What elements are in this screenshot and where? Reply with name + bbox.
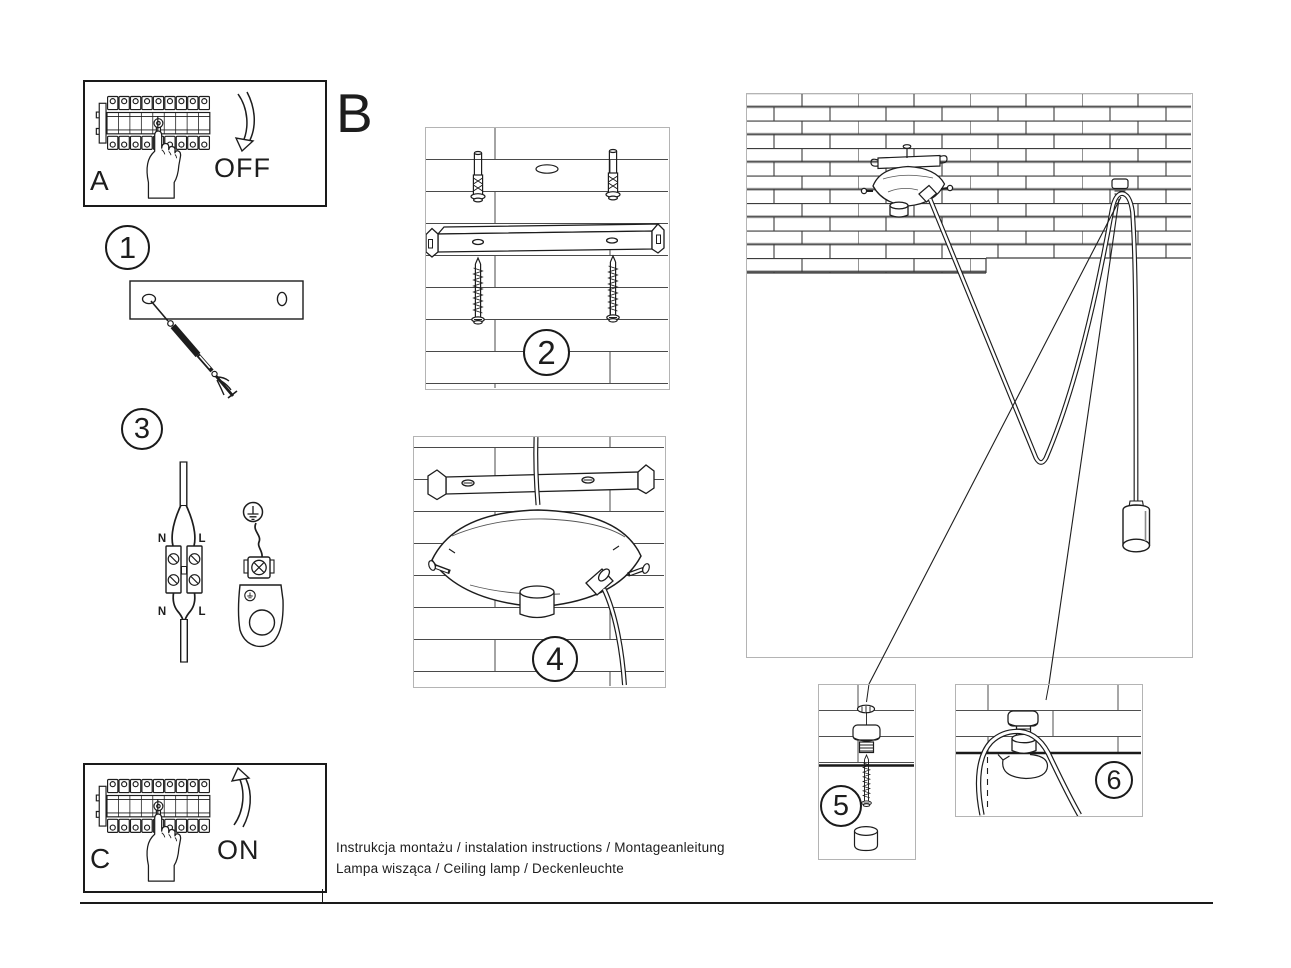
step2-illustration — [425, 127, 668, 388]
exit-cable — [601, 587, 627, 686]
step-5-badge: 5 — [820, 785, 862, 827]
mounted-bracket — [427, 464, 655, 501]
step-3-number: 3 — [133, 412, 151, 445]
footer-rule — [80, 902, 1213, 904]
step5-illustration — [818, 683, 914, 852]
wall-plug-disk — [856, 704, 876, 714]
step-2-number: 2 — [537, 334, 556, 371]
mounting-bracket — [425, 223, 665, 258]
step-2-badge: 2 — [523, 329, 570, 376]
step-4-badge: 4 — [532, 636, 578, 682]
ground-wire — [254, 522, 263, 558]
panel-c-frame — [83, 763, 327, 893]
step-4-number: 4 — [546, 641, 564, 677]
breaker-off-illustration — [95, 91, 256, 199]
step-6-number: 6 — [1106, 764, 1122, 795]
side-screw-left — [428, 560, 451, 575]
step-6-badge: 6 — [1095, 761, 1133, 799]
cover-cup — [853, 825, 879, 852]
power-on-label: ON — [217, 835, 260, 865]
pendant-socket — [1122, 500, 1151, 553]
ground-symbol-icon — [242, 501, 264, 523]
breaker-on-illustration — [95, 767, 252, 882]
footer-rule-tick — [321, 889, 324, 903]
circuit-breaker-panel-icon — [95, 95, 211, 150]
mains-cable — [171, 461, 196, 547]
callout-tail — [1045, 683, 1050, 701]
footer-title-line1: Instrukcja montażu / instalation instruc… — [336, 840, 725, 855]
grounding-lug — [237, 556, 284, 648]
step-1-number: 1 — [118, 230, 137, 265]
wire-label-n-top: N — [158, 533, 166, 545]
lamp-cable — [172, 592, 196, 663]
panel-a-frame — [83, 80, 327, 207]
step3-illustration: N L N L — [158, 461, 284, 663]
step6-illustration — [955, 683, 1141, 817]
steel-cable — [150, 300, 238, 399]
cable-gland — [585, 568, 614, 596]
step5-frame — [818, 684, 916, 860]
canopy-cable — [533, 436, 541, 506]
center-hole — [535, 164, 559, 174]
cable-over-hook — [975, 728, 1082, 817]
mounting-plate — [129, 280, 304, 320]
terminal-block — [165, 545, 203, 594]
ceiling-bricks — [955, 684, 1141, 753]
center-grommet — [519, 585, 555, 619]
wire-label-n-bottom: N — [158, 606, 166, 618]
rotation-arrow-icon — [997, 753, 1049, 780]
power-off-label: OFF — [214, 153, 271, 183]
circuit-breaker-panel-icon — [95, 778, 211, 833]
section-b-label: B — [336, 82, 373, 144]
step6-frame — [955, 684, 1143, 817]
step-3-badge: 3 — [121, 408, 163, 450]
hook-base — [852, 712, 881, 754]
mounted-bracket-small — [870, 144, 948, 170]
step-1-badge: 1 — [105, 225, 150, 270]
callout-tail — [866, 683, 870, 703]
footer-title-line2: Lampa wisząca / Ceiling lamp / Deckenleu… — [336, 861, 624, 876]
assembled-lamp-frame — [746, 93, 1193, 658]
wire-label-l-bottom: L — [198, 606, 205, 618]
step1-illustration — [129, 280, 304, 399]
step2-frame — [425, 127, 670, 390]
step-5-number: 5 — [832, 789, 850, 822]
side-screw-right — [627, 563, 650, 577]
wire-label-l-top: L — [198, 533, 205, 545]
panel-c-label: C — [90, 843, 111, 874]
panel-a-label: A — [90, 165, 109, 196]
step4-frame — [413, 436, 666, 688]
